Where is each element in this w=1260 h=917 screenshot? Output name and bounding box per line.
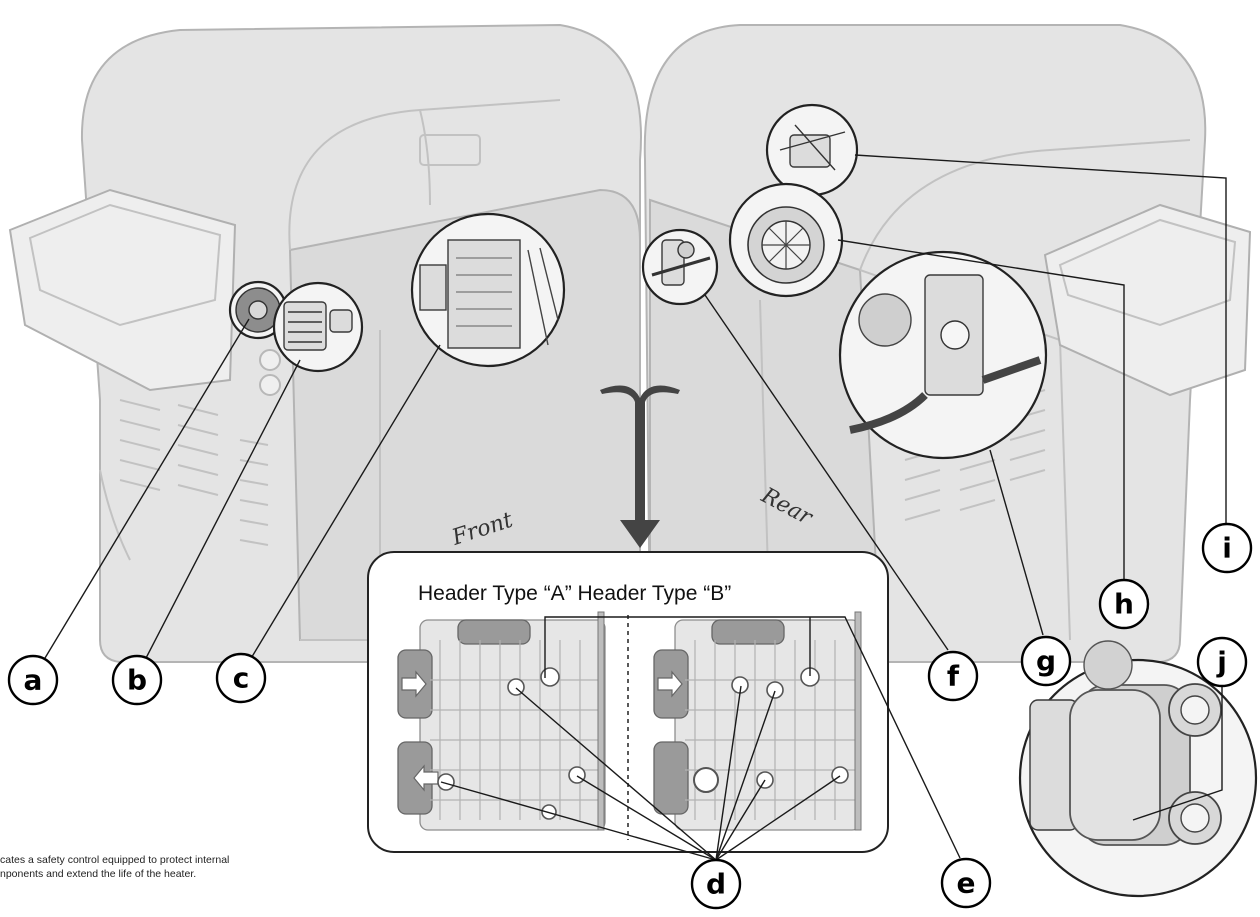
leader-d4 xyxy=(715,685,742,861)
header-type-b xyxy=(653,611,862,831)
svg-text:j: j xyxy=(1216,646,1227,679)
detail-i-air-switch xyxy=(765,103,859,197)
callout-i: i xyxy=(1201,522,1253,574)
leader-c xyxy=(249,344,441,661)
leader-i xyxy=(854,154,1227,530)
detail-h-blower xyxy=(728,182,844,298)
leader-d2 xyxy=(515,687,717,861)
down-arrow xyxy=(600,385,680,548)
callout-c: c xyxy=(215,652,267,704)
heater-front-view: Front xyxy=(8,23,642,663)
header-type-a xyxy=(397,611,606,831)
leader-d1 xyxy=(440,781,717,861)
callout-d: d xyxy=(690,858,742,910)
svg-text:e: e xyxy=(957,867,976,900)
detail-c-control-board xyxy=(410,212,566,368)
detail-j-enlarged xyxy=(1018,640,1258,898)
callout-b: b xyxy=(111,654,163,706)
leader-j xyxy=(1132,680,1223,821)
callout-a: a xyxy=(7,654,59,706)
svg-text:h: h xyxy=(1114,588,1134,621)
safety-note: cates a safety control equipped to prote… xyxy=(0,854,229,880)
detail-f-pressure-switch xyxy=(641,228,719,306)
leader-g xyxy=(989,449,1044,636)
detail-g-gas-valve xyxy=(838,250,1048,460)
leader-f xyxy=(704,294,949,651)
leader-a xyxy=(41,318,250,664)
leader-b xyxy=(144,359,301,661)
front-vent-slots xyxy=(119,399,269,546)
callout-f: f xyxy=(927,650,979,702)
detail-a-sensor xyxy=(228,280,288,340)
safety-note-line-1: cates a safety control equipped to prote… xyxy=(0,854,229,866)
callout-j: j xyxy=(1196,636,1248,688)
header-types-panel: Header Type “A” Header Type “B” xyxy=(367,551,889,853)
leader-d3 xyxy=(576,775,717,861)
callout-h: h xyxy=(1098,578,1150,630)
leader-h xyxy=(837,239,1125,583)
svg-text:g: g xyxy=(1036,645,1056,678)
detail-b-switch xyxy=(272,281,364,373)
svg-text:d: d xyxy=(706,868,726,901)
svg-text:a: a xyxy=(24,664,43,697)
safety-note-line-2: nponents and extend the life of the heat… xyxy=(0,868,196,880)
leader-d5 xyxy=(715,690,776,861)
leader-d7 xyxy=(715,775,841,861)
svg-text:c: c xyxy=(233,662,250,695)
header-types-title: Header Type “A” Header Type “B” xyxy=(418,582,731,605)
leader-lines xyxy=(41,154,1227,861)
svg-text:f: f xyxy=(947,660,960,693)
leader-e xyxy=(544,616,961,859)
leader-d6 xyxy=(715,779,766,861)
svg-text:i: i xyxy=(1222,532,1232,565)
callout-e: e xyxy=(940,857,992,909)
callout-g: g xyxy=(1020,635,1072,687)
svg-text:b: b xyxy=(127,664,147,697)
